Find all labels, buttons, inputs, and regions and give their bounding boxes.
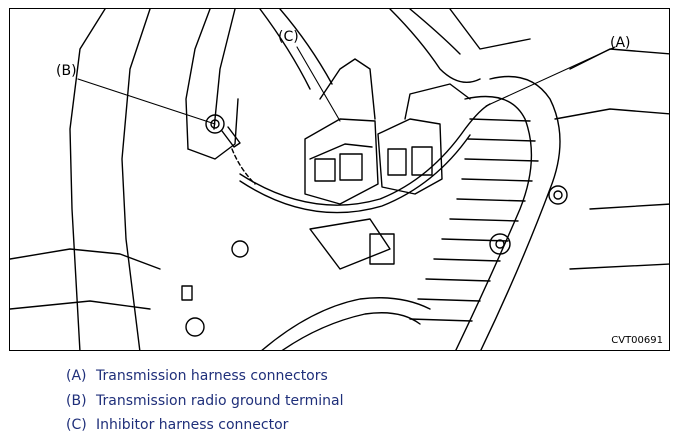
figure-code: CVT00691 bbox=[611, 335, 663, 346]
lower-hoses bbox=[231, 218, 431, 350]
legend-item-a: (A) Transmission harness connectors bbox=[66, 364, 343, 389]
legend-ref: (C) bbox=[66, 417, 87, 433]
legend-item-b: (B) Transmission radio ground terminal bbox=[66, 389, 343, 414]
ground-wire bbox=[239, 103, 491, 214]
inhibitor-connector bbox=[304, 58, 379, 205]
leader-lines bbox=[77, 46, 616, 125]
legend-item-c: (C) Inhibitor harness connector bbox=[66, 413, 343, 438]
corrugated-harness bbox=[409, 75, 561, 350]
body-panel bbox=[10, 9, 239, 350]
ground-terminal bbox=[205, 114, 256, 185]
engine-bay-illustration bbox=[10, 9, 669, 350]
legend-ref: (A) bbox=[66, 368, 87, 384]
callout-a: (A) bbox=[610, 35, 631, 51]
legend-ref: (B) bbox=[66, 392, 87, 409]
legend-text: Transmission harness connectors bbox=[96, 368, 328, 384]
callout-b: (B) bbox=[56, 63, 77, 79]
legend-list: (A) Transmission harness connectors (B) Tr… bbox=[66, 364, 343, 438]
upper-hoses bbox=[259, 9, 531, 90]
callout-c: (C) bbox=[278, 29, 299, 45]
legend-text: Transmission radio ground terminal bbox=[96, 392, 344, 409]
illustration-frame: (B) (C) (A) CVT00691 bbox=[9, 8, 670, 351]
legend-text: Inhibitor harness connector bbox=[96, 417, 289, 433]
transmission-case bbox=[489, 48, 669, 270]
transmission-connectors bbox=[377, 83, 471, 195]
